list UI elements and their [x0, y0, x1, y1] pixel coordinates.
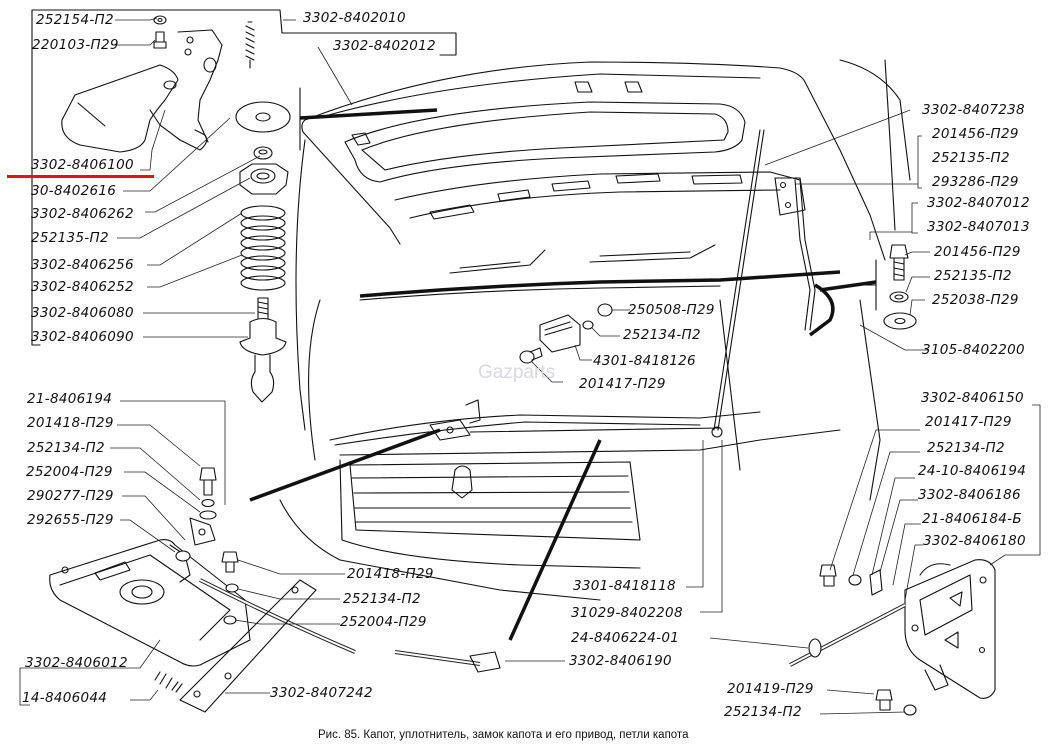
hood-latch-mount — [429, 399, 721, 441]
part-label: 14-8406044 — [22, 690, 108, 706]
part-label: 3302-8402012 — [333, 38, 436, 54]
part-label: 292655-П29 — [27, 512, 114, 528]
washer-screw-top — [153, 15, 167, 49]
release-cable — [394, 650, 501, 673]
part-label: 3302-8406262 — [31, 206, 134, 222]
hood-latch-lever — [61, 29, 223, 153]
leader-latch-to-lock — [249, 428, 441, 502]
part-label: 3302-8406090 — [31, 329, 134, 345]
hinge-bolt-set — [859, 244, 917, 330]
leader-cable-to-hood — [508, 439, 602, 641]
lock-bracket-center — [519, 303, 613, 364]
part-label: 252135-П2 — [932, 150, 1010, 166]
release-handle-bracket — [789, 559, 996, 716]
part-label: 3302-8407242 — [270, 685, 373, 701]
part-label: 30-8402616 — [31, 183, 117, 199]
hood-panel — [301, 61, 886, 301]
part-label: 24-10-8406194 — [918, 463, 1027, 479]
part-label: 3302-8406252 — [31, 279, 134, 295]
leader-hinge-bold — [819, 280, 877, 292]
part-label: 252134-П2 — [27, 440, 105, 456]
label-leader-lines — [19, 17, 1041, 715]
hood-hinge-right — [774, 177, 835, 337]
part-label: 3302-8407012 — [927, 195, 1030, 211]
part-label: 201419-П29 — [727, 681, 814, 697]
part-label: 252135-П2 — [934, 268, 1012, 284]
part-label-highlighted: 3302-8406100 — [31, 157, 134, 173]
part-label: 3302-8407238 — [922, 102, 1025, 118]
part-label: 3302-8406012 — [25, 655, 128, 671]
part-label: 220103-П29 — [32, 37, 119, 53]
part-label: 252134-П2 — [724, 704, 802, 720]
part-label: 3302-8407013 — [927, 219, 1030, 235]
part-label: 252134-П2 — [343, 591, 421, 607]
highlight-underline — [7, 175, 154, 178]
latch-pin-stack — [235, 101, 291, 403]
part-label: 252004-П29 — [26, 464, 113, 480]
part-label: 201417-П29 — [925, 414, 1012, 430]
part-label: 293286-П29 — [932, 174, 1019, 190]
part-label: 3302-8406186 — [918, 487, 1021, 503]
part-label: 201456-П29 — [934, 244, 1021, 260]
part-label: 290277-П29 — [27, 488, 114, 504]
part-label: 3302-8406080 — [31, 305, 134, 321]
part-label: 3301-8418118 — [573, 578, 676, 594]
part-label: 3302-8402010 — [303, 10, 406, 26]
part-label: 24-8406224-01 — [571, 630, 680, 646]
part-label: 21-8406184-Б — [922, 511, 1022, 527]
hood-prop-rod — [711, 129, 765, 438]
watermark: Gazparts — [478, 362, 556, 383]
part-label: 4301-8418126 — [593, 353, 696, 369]
figure-caption: Рис. 85. Капот, уплотнитель, замок капот… — [318, 729, 689, 741]
part-label: 3302-8406180 — [923, 533, 1026, 549]
part-label: 250508-П29 — [628, 302, 715, 318]
part-label: 252134-П2 — [623, 327, 701, 343]
part-label: 201418-П29 — [347, 566, 434, 582]
part-label: 252154-П2 — [36, 12, 114, 28]
hood-lock-assembly — [49, 467, 356, 713]
part-label: 252134-П2 — [927, 440, 1005, 456]
spring-small — [245, 21, 255, 69]
part-label: 252038-П29 — [932, 292, 1019, 308]
part-label: 31029-8402208 — [571, 605, 683, 621]
part-label: 201456-П29 — [932, 126, 1019, 142]
part-label: 3105-8402200 — [922, 342, 1025, 358]
part-label: 3302-8406256 — [31, 257, 134, 273]
part-label: 201418-П29 — [27, 415, 114, 431]
leader-spring-to-hood — [299, 108, 438, 120]
part-label: 21-8406194 — [27, 391, 113, 407]
part-label: 3302-8406150 — [921, 390, 1024, 406]
part-label: 3302-8406190 — [569, 653, 672, 669]
part-label: 201417-П29 — [579, 376, 666, 392]
part-label: 252135-П2 — [31, 230, 109, 246]
part-label: 252004-П29 — [340, 614, 427, 630]
